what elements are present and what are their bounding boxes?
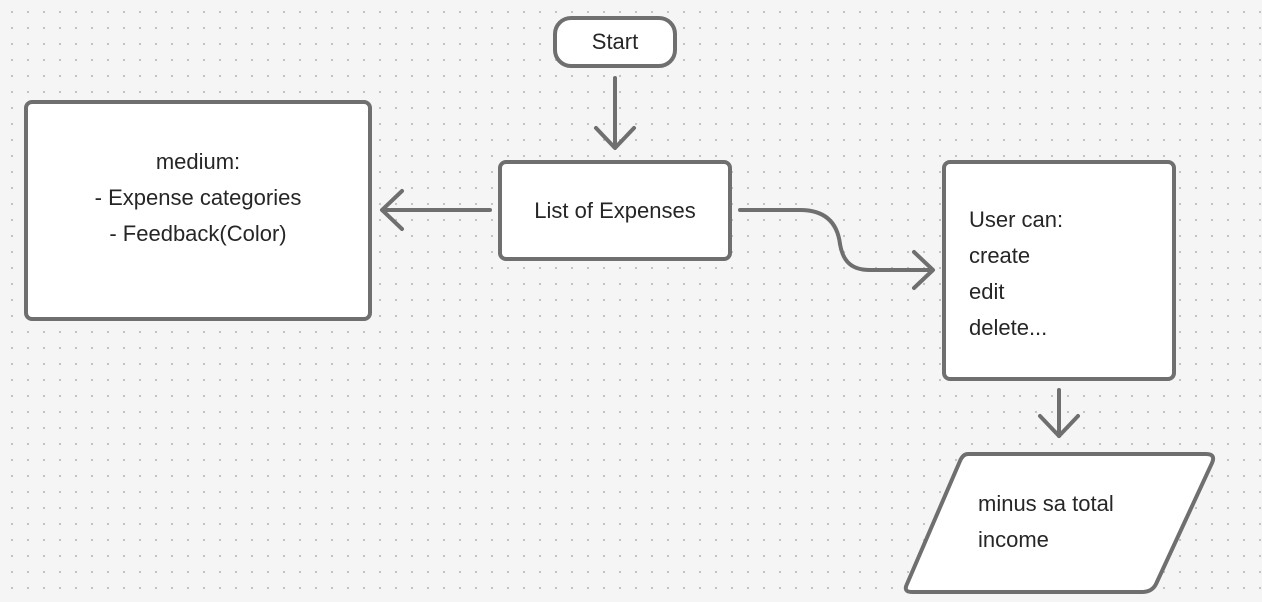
list-of-expenses-node[interactable]: List of Expenses xyxy=(498,160,732,261)
user-line-1: User can: xyxy=(969,207,1064,232)
medium-line-1: medium: xyxy=(155,149,241,174)
start-label: Start xyxy=(591,29,639,54)
arrow-list-to-medium xyxy=(380,189,492,231)
income-text: minus sa total income xyxy=(978,486,1114,558)
arrow-user-to-income xyxy=(1038,388,1080,438)
arrow-start-to-list xyxy=(594,76,636,150)
income-parallelogram-node[interactable] xyxy=(900,448,1220,598)
start-node[interactable]: Start xyxy=(553,16,677,68)
user-line-2: create xyxy=(969,243,1031,268)
user-actions-node[interactable]: User can: create edit delete... xyxy=(942,160,1176,381)
medium-note-node[interactable]: medium: - Expense categories - Feedback(… xyxy=(24,100,372,321)
income-line-1: minus sa total xyxy=(978,491,1114,516)
medium-line-2: - Expense categories xyxy=(94,185,302,210)
arrow-list-to-user xyxy=(738,208,935,290)
income-line-2: income xyxy=(978,527,1049,552)
list-of-expenses-label: List of Expenses xyxy=(534,197,696,223)
user-line-3: edit xyxy=(969,279,1005,304)
user-line-4: delete... xyxy=(969,315,1048,340)
medium-line-3: - Feedback(Color) xyxy=(109,221,287,246)
